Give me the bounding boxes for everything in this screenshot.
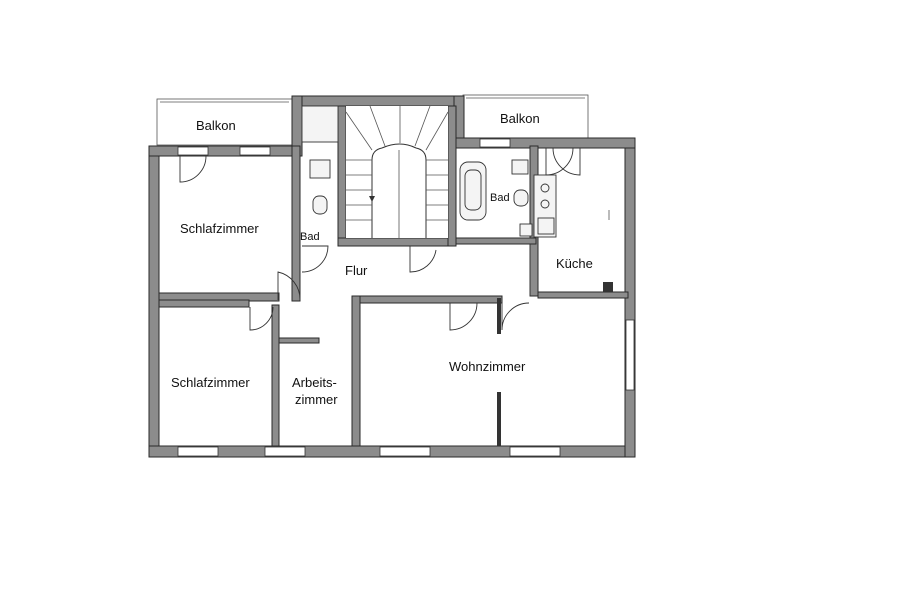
bad-left-fixtures [301,105,339,215]
label-balkon-left: Balkon [196,118,236,133]
label-bad-left: Bad [300,231,320,243]
staircase [345,105,449,238]
bad-right-fixtures [459,159,533,237]
doors [179,147,581,331]
label-arbeitszimmer-line1: Arbeits- [292,375,337,390]
label-flur: Flur [345,263,368,278]
label-wohnzimmer: Wohnzimmer [449,359,526,374]
label-bad-right: Bad [490,192,510,204]
label-schlafzimmer-top: Schlafzimmer [180,221,259,236]
label-kueche: Küche [556,256,593,271]
kitchen-fixtures [533,174,613,292]
label-schlafzimmer-bottom: Schlafzimmer [171,375,250,390]
windows [177,138,635,457]
label-arbeitszimmer-line2: zimmer [295,392,338,407]
label-balkon-right: Balkon [500,111,540,126]
